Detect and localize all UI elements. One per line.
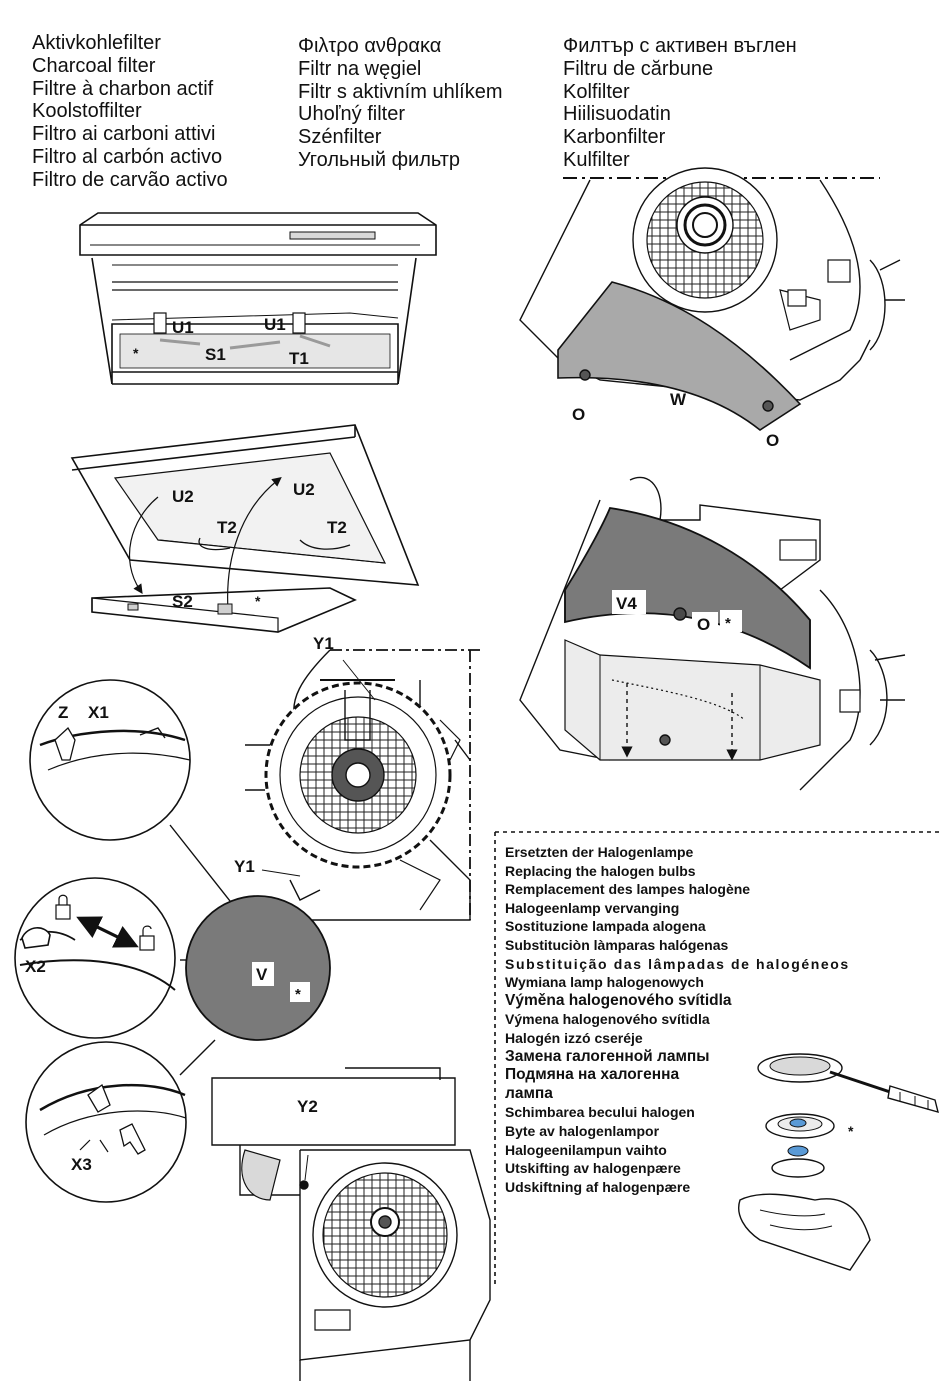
label-u1-left: U1 — [172, 318, 194, 337]
label-v: V — [256, 965, 268, 984]
motor-filter-v4-labels: V4 O * — [616, 594, 731, 634]
label-t2-left: T2 — [217, 518, 237, 537]
filter-title-es: Filtro al carbón activo — [32, 145, 223, 168]
halogen-title-it: Sostituzione lampada alogena — [505, 918, 706, 935]
label-t1: T1 — [289, 349, 309, 368]
label-u2-left: U2 — [172, 487, 194, 506]
halogen-title-bg-line2: лампа — [505, 1084, 553, 1102]
halogen-title-pl: Wymiana lamp halogenowych — [505, 974, 704, 991]
label-s1: S1 — [205, 345, 226, 364]
filter-title-it: Filtro ai carboni attivi — [32, 123, 216, 146]
label-y1-top: Y1 — [313, 634, 334, 653]
label-x3: X3 — [71, 1155, 92, 1174]
hood-bottom-labels: U2 U2 T2 T2 S2 * — [172, 480, 347, 611]
detail-circles-labels: Z X1 X2 X3 V * — [25, 703, 301, 1174]
label-y1-bottom: Y1 — [234, 857, 255, 876]
halogen-title-cs: Výměna halogenového svítidla — [505, 991, 732, 1009]
halogen-title-ru: Замена галогенной лампы — [505, 1047, 710, 1065]
detail-circles-figure — [14, 679, 331, 1203]
label-x1: X1 — [88, 703, 109, 722]
halogen-title-sk: Výmena halogenového svítidla — [505, 1011, 710, 1028]
motor-filter-v4-figure — [519, 476, 906, 791]
filter-title-el: Φιλτρο ανθρακα — [298, 35, 442, 57]
halogen-title-de: Ersetzten der Halogenlampe — [505, 844, 694, 860]
halogen-title-ro: Schimbarea becului halogen — [505, 1104, 695, 1121]
label-u1-right: U1 — [264, 315, 286, 334]
filter-title-pt: Filtro de carvão activo — [32, 168, 228, 191]
halogen-title-da: Udskiftning af halogenpære — [505, 1178, 691, 1195]
motor-filter-w-labels: W O O — [572, 390, 779, 450]
label-star-s1: * — [133, 345, 139, 361]
halogen-title-nl: Halogeenlamp vervanging — [505, 899, 680, 916]
halogen-title-list: Ersetzten der Halogenlampe Replacing the… — [505, 843, 850, 1196]
blower-y1-labels: Y1 Y1 — [234, 634, 334, 876]
motor-filter-w-figure — [519, 167, 905, 431]
filter-title-cs: Filtr s aktivním uhlíkem — [298, 80, 503, 103]
blower-y1-figure — [245, 649, 480, 921]
label-o-v4: O — [697, 615, 710, 634]
halogen-replacement-labels: * — [848, 1123, 854, 1139]
label-z: Z — [58, 703, 68, 722]
filter-title-nl: Koolstoffilter — [32, 100, 142, 123]
hood-front-figure — [79, 212, 437, 385]
label-y2: Y2 — [297, 1097, 318, 1116]
label-w: W — [670, 390, 687, 409]
blower-y2-figure — [211, 1067, 491, 1381]
halogen-replacement-figure — [738, 1053, 939, 1271]
filter-title-ru: Угольный фильтр — [298, 148, 461, 171]
filter-title-de: Aktivkohlefilter — [32, 32, 161, 54]
label-star-v: * — [295, 986, 301, 1003]
filter-title-no: Karbonfilter — [563, 126, 666, 149]
filter-title-bg: Филтър с активен въглен — [563, 35, 797, 57]
halogen-title-fi: Halogeenilampun vaihto — [505, 1141, 667, 1158]
filter-title-sv: Kolfilter — [563, 80, 630, 103]
label-u2-right: U2 — [293, 480, 315, 499]
label-t2-right: T2 — [327, 518, 347, 537]
label-star-halogen: * — [848, 1123, 854, 1139]
filter-title-sk: Uhoľný filter — [298, 103, 405, 126]
filter-title-ro: Filtru de cărbune — [563, 57, 714, 80]
filter-title-da: Kulfilter — [563, 148, 630, 171]
label-v4: V4 — [616, 594, 637, 613]
label-star-s2: * — [255, 593, 261, 609]
filter-title-column-3: Филтър с активен въглен Filtru de cărbun… — [563, 35, 797, 172]
hood-front-labels: U1 U1 S1 T1 * — [133, 315, 309, 368]
halogen-title-pt: Substituição das lâmpadas de halogéneos — [505, 955, 850, 972]
filter-title-column-2: Φιλτρο ανθρακα Filtr na węgiel Filtr s a… — [298, 35, 502, 172]
filter-title-fi: Hiilisuodatin — [563, 103, 671, 126]
label-s2: S2 — [172, 592, 193, 611]
label-star-v4: * — [725, 615, 731, 632]
blower-y2-labels: Y2 — [297, 1097, 318, 1116]
filter-title-fr: Filtre à charbon actif — [32, 77, 214, 100]
halogen-title-fr: Remplacement des lampes halogène — [505, 881, 751, 898]
halogen-title-bg-line1: Подмяна на халогенна — [505, 1066, 680, 1084]
filter-title-hu: Szénfilter — [298, 126, 382, 149]
halogen-title-en: Replacing the halogen bulbs — [505, 862, 696, 879]
halogen-title-es: Substituciòn làmparas halógenas — [505, 936, 729, 953]
filter-title-pl: Filtr na węgiel — [298, 57, 422, 80]
separators — [494, 831, 940, 1285]
filter-title-en: Charcoal filter — [32, 54, 156, 77]
halogen-title-no: Utskifting av halogenpære — [505, 1160, 681, 1177]
halogen-title-sv: Byte av halogenlampor — [505, 1122, 660, 1139]
halogen-title-hu: Halogén izzó cseréje — [505, 1029, 643, 1046]
label-o-right: O — [766, 431, 779, 450]
hood-bottom-figure — [70, 424, 420, 633]
filter-title-column-1: Aktivkohlefilter Charcoal filter Filtre … — [32, 32, 228, 192]
label-x2: X2 — [25, 957, 46, 976]
label-o-left: O — [572, 405, 585, 424]
